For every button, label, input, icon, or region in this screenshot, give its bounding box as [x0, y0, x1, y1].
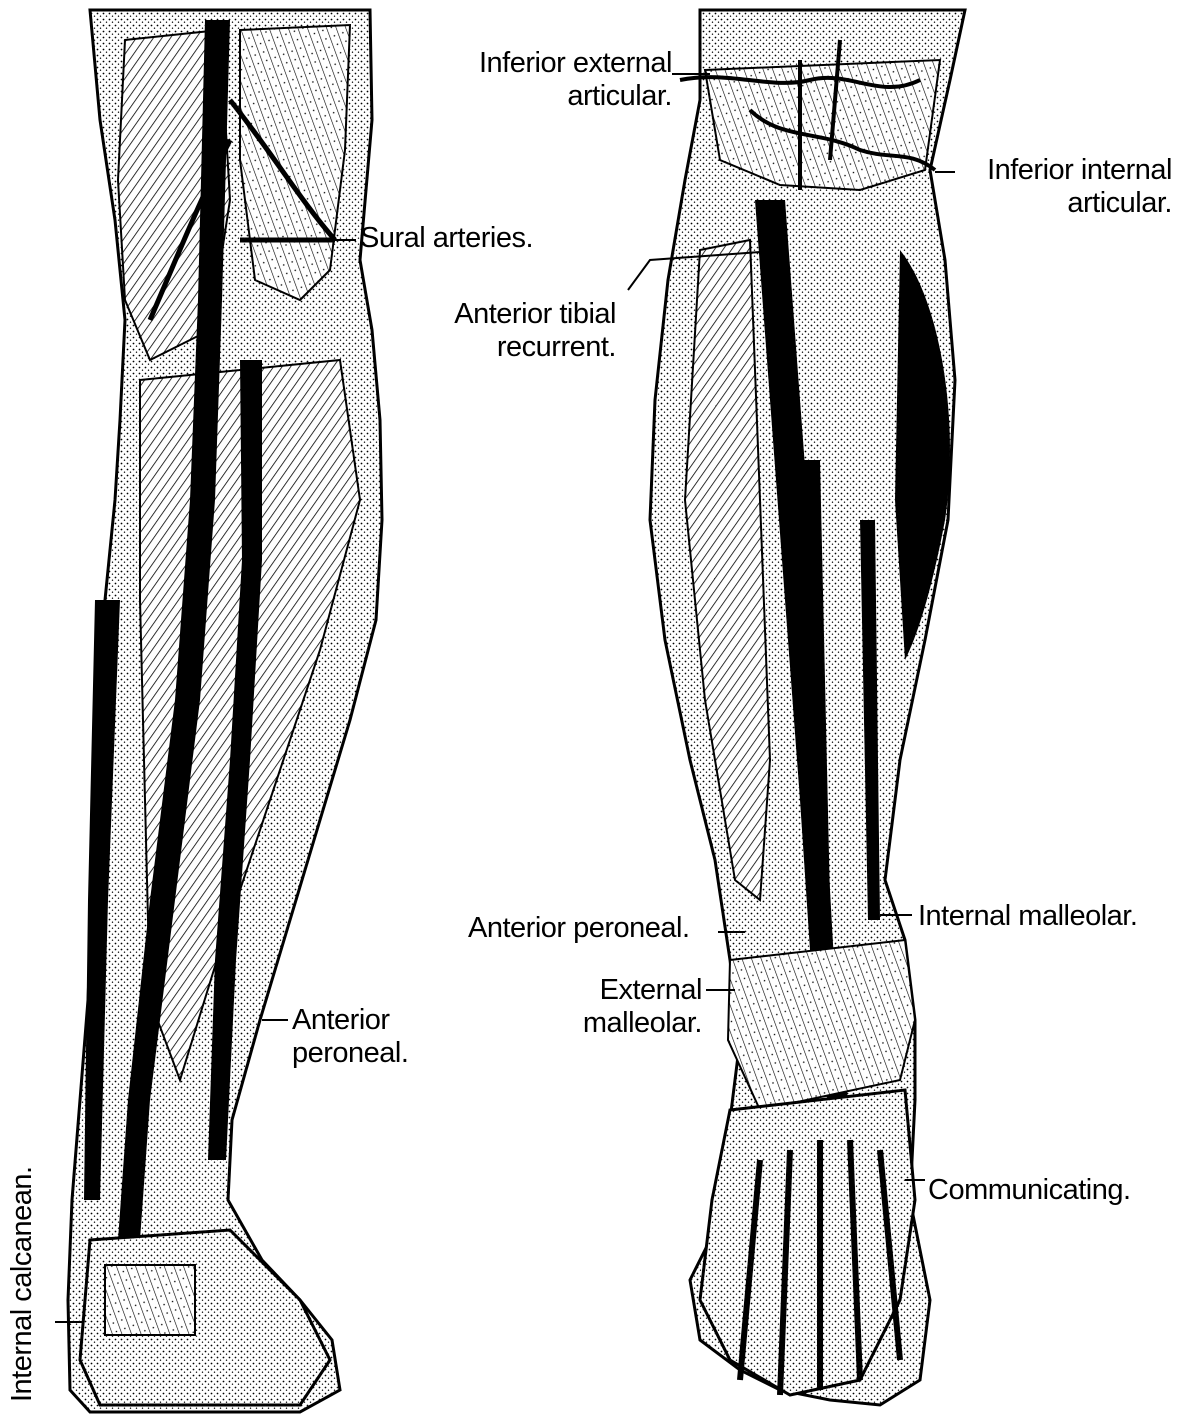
label-anterior-peroneal-left: Anterior peroneal. [292, 1004, 408, 1070]
label-line: Inferior external [440, 47, 672, 80]
label-internal-calcanean: Internal calcanean. [6, 1166, 39, 1402]
label-line: articular. [440, 80, 672, 113]
label-anterior-tibial-recurrent: Anterior tibial recurrent. [410, 298, 616, 364]
label-line: peroneal. [292, 1037, 408, 1070]
label-sural-arteries: Sural arteries. [360, 222, 533, 255]
label-inferior-external-articular: Inferior external articular. [440, 47, 672, 113]
label-communicating: Communicating. [928, 1174, 1131, 1207]
label-inferior-internal-articular: Inferior internal articular. [950, 154, 1172, 220]
label-line: External [550, 974, 702, 1007]
posterior-leg-view [55, 10, 382, 1412]
label-internal-malleolar: Internal malleolar. [918, 900, 1137, 933]
anterior-leg-view [628, 10, 965, 1405]
label-line: articular. [950, 187, 1172, 220]
label-line: recurrent. [410, 331, 616, 364]
label-anterior-peroneal-right: Anterior peroneal. [468, 912, 690, 945]
label-external-malleolar: External malleolar. [550, 974, 702, 1040]
label-line: Inferior internal [950, 154, 1172, 187]
label-line: malleolar. [550, 1007, 702, 1040]
label-line: Anterior [292, 1004, 408, 1037]
label-line: Anterior tibial [410, 298, 616, 331]
calcaneal-tendon-block [105, 1265, 195, 1335]
